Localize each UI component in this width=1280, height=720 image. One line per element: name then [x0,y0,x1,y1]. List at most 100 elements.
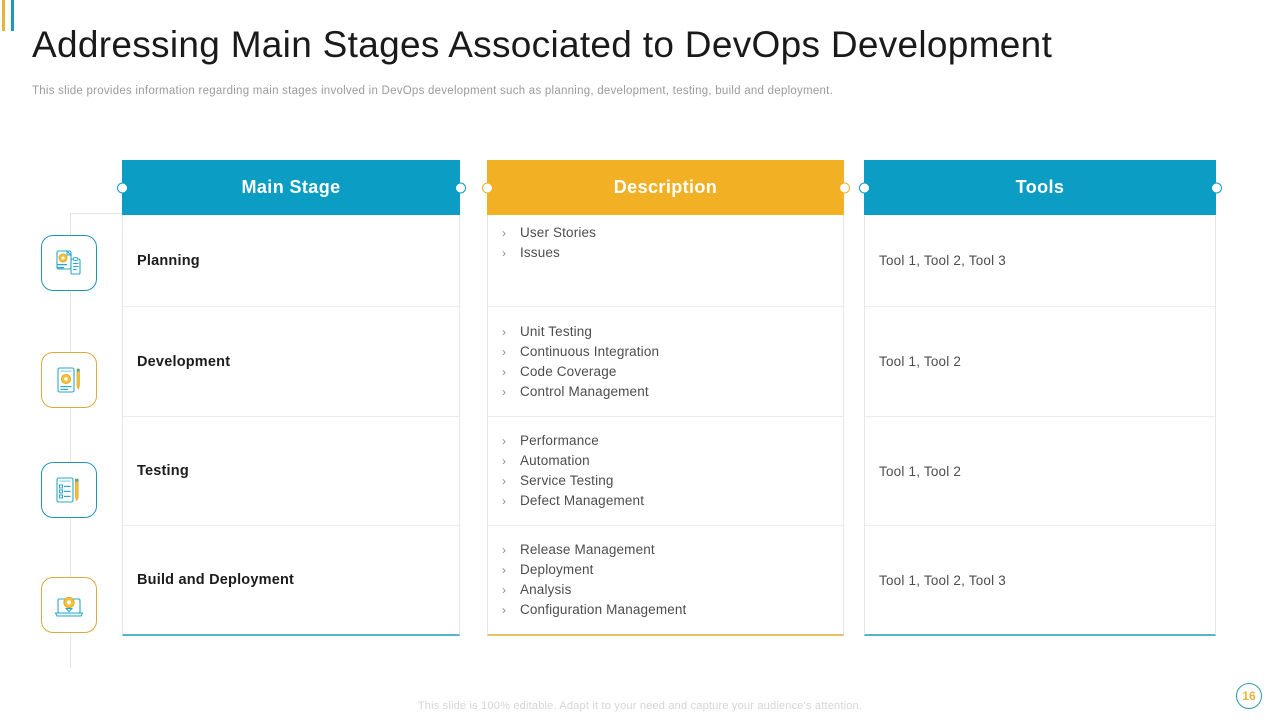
list-item: › Unit Testing [502,322,829,342]
list-item-label: Continuous Integration [520,343,660,359]
chevron-right-icon: › [502,494,507,508]
column-body-main-stage: Planning Development Testing Build and D… [122,215,460,636]
column-tools: Tools Tool 1, Tool 2, Tool 3 Tool 1, Too… [858,160,1222,636]
table-row: Tool 1, Tool 2 [865,417,1215,526]
tools-value: Tool 1, Tool 2 [879,354,962,369]
stage-icon-planning[interactable] [41,235,97,291]
list-item-label: Automation [520,453,590,468]
stage-name: Testing [137,463,189,479]
table-row: Tool 1, Tool 2 [865,307,1215,417]
column-body-description: › User Stories › Issues › Unit Testing › Con… [487,215,844,636]
document-gear-pencil-icon [57,367,80,393]
stage-icon-build-and-deployment[interactable] [41,577,97,633]
page-number-badge: 16 [1236,683,1262,709]
column-header-label: Description [613,177,718,197]
list-item-label: User Stories [520,225,597,240]
node-dot-right [838,182,850,193]
table-row: Tool 1, Tool 2, Tool 3 [865,526,1215,634]
accent-bar-gold [2,0,5,31]
description-list: › Unit Testing › Continuous Integration › C… [502,322,829,402]
chevron-right-icon: › [502,563,507,577]
node-dot-right [1210,182,1222,193]
table-row: › Unit Testing › Continuous Integration › C… [488,307,843,417]
description-list: › User Stories › Issues [502,223,829,263]
list-item: ›Deployment [502,560,829,580]
page-subtitle: This slide provides information regardin… [32,85,834,97]
list-item: › Configuration Management [502,600,829,620]
description-list: › Release Management ›Deployment › Analysi… [502,540,829,620]
list-item: › Defect Management [502,491,829,511]
column-main-stage: Main Stage Planning Development Testing … [116,160,466,636]
chevron-right-icon: › [502,324,507,339]
chevron-right-icon: › [502,474,507,488]
accent-bars [2,0,14,31]
table-row: Tool 1, Tool 2, Tool 3 [865,215,1215,307]
chevron-right-icon: › [502,543,507,557]
node-dot-left [481,182,493,193]
list-item-label: Code Coverage [520,363,617,379]
tools-value: Tool 1, Tool 2, Tool 3 [879,253,1006,268]
list-item-label: Defect Management [520,493,645,508]
stage-name: Development [137,353,231,370]
node-dot-right [454,182,466,193]
table-row: Planning [123,215,459,307]
chevron-right-icon: › [502,364,507,379]
chevron-right-icon: › [502,246,507,260]
list-item-label: Issues [520,245,560,260]
stage-name: Build and Deployment [137,572,295,588]
table-row: Testing [123,417,459,526]
chevron-right-icon: › [502,384,507,399]
chevron-right-icon: › [502,344,507,359]
column-header-main-stage[interactable]: Main Stage [116,160,466,215]
stages-table: Main Stage Planning Development Testing … [0,160,1280,670]
tools-value: Tool 1, Tool 2 [879,463,962,479]
stage-icon-testing[interactable] [41,462,97,518]
column-body-tools: Tool 1, Tool 2, Tool 3 Tool 1, Tool 2 To… [864,215,1216,636]
chevron-right-icon: › [502,226,507,240]
list-item-label: Unit Testing [520,323,593,339]
table-row: ›Performance ›Automation ›Service Testin… [488,417,843,526]
node-dot-left [858,182,870,193]
stage-icon-development[interactable] [41,352,97,408]
timeline-elbow [70,213,124,214]
stage-name: Planning [137,252,200,269]
list-item-label: Configuration Management [520,602,687,617]
page-title: Addressing Main Stages Associated to Dev… [32,24,1053,65]
list-item-label: Performance [520,433,599,448]
list-item-label: Release Management [520,542,655,557]
icon-rail [41,160,99,670]
chevron-right-icon: › [502,603,507,617]
list-item: › Release Management [502,540,829,560]
footer-note: This slide is 100% editable. Adapt it to… [417,700,863,712]
description-list: ›Performance ›Automation ›Service Testin… [502,431,829,511]
list-item: › Issues [502,243,829,263]
column-header-label: Main Stage [241,177,341,197]
chevron-right-icon: › [502,583,507,597]
list-item: › Performance [502,431,829,451]
list-item-label: Control Management [520,383,649,399]
node-dot-left [116,182,128,193]
list-item: › Analysis [502,580,829,600]
table-row: Build and Deployment [123,526,459,634]
table-row: › Release Management ›Deployment › Analysi… [488,526,843,634]
column-header-label: Tools [1015,177,1065,197]
column-description: Description › User Stories › Issues › Unit … [481,160,850,636]
list-item: › Code Coverage [502,362,829,382]
list-item: › Service Testing [502,471,829,491]
list-item: › Control Management [502,382,829,402]
checklist-pencil-icon [56,477,79,503]
list-item-label: Analysis [520,582,572,597]
table-row: › User Stories › Issues [488,215,843,307]
list-item-label: Service Testing [520,473,614,488]
accent-bar-teal [11,0,14,31]
document-gear-icon [56,249,81,275]
table-row: Development [123,307,459,417]
column-header-description[interactable]: Description [481,160,850,215]
chevron-right-icon: › [502,434,507,448]
laptop-gear-upload-icon [54,596,84,617]
list-item: ›Automation [502,451,829,471]
list-item: › Continuous Integration [502,342,829,362]
tools-value: Tool 1, Tool 2, Tool 3 [879,572,1006,588]
list-item: › User Stories [502,223,829,243]
column-header-tools[interactable]: Tools [858,160,1222,215]
